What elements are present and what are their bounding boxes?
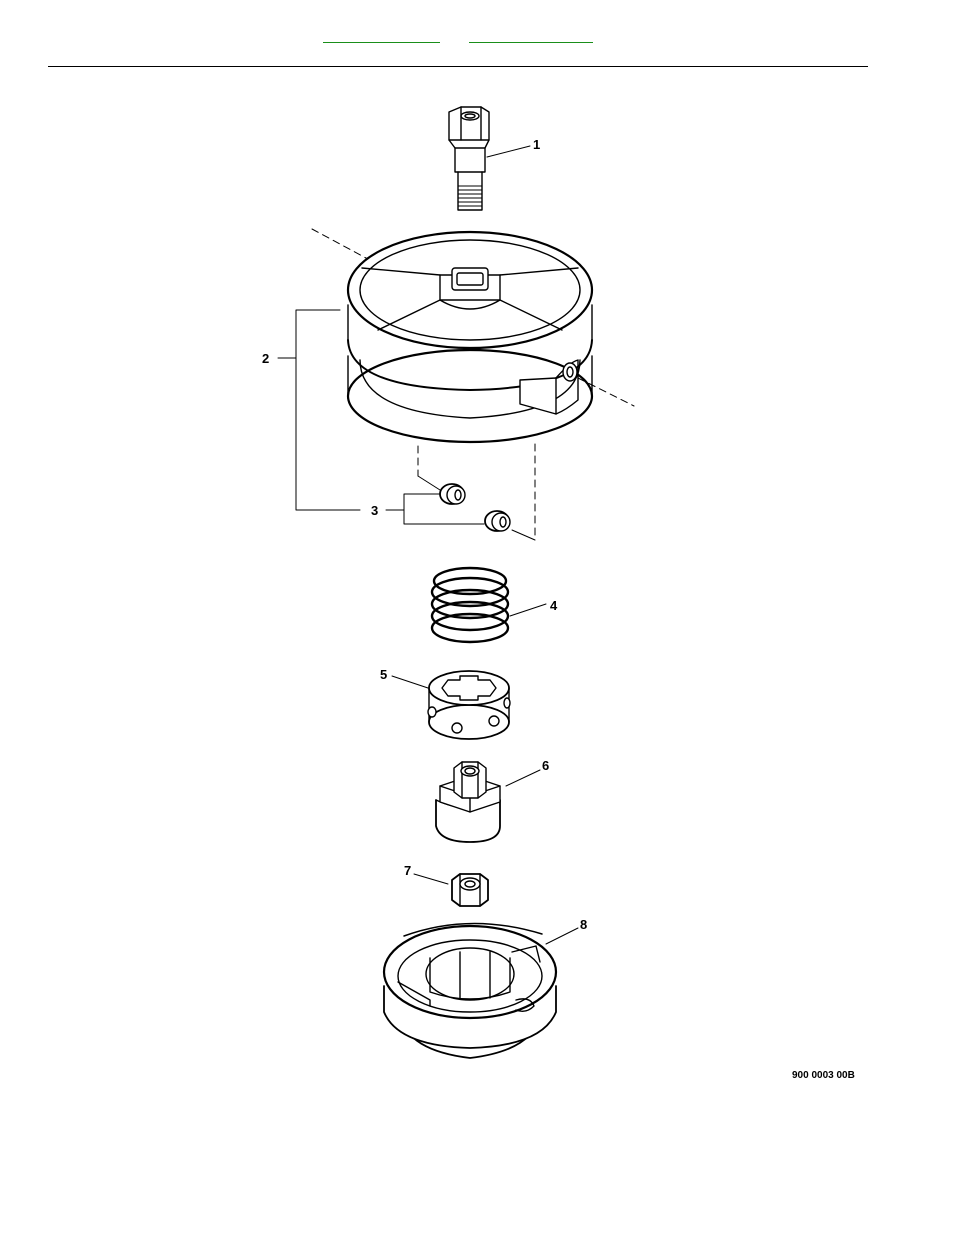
part-2-spool (278, 229, 634, 510)
callout-4: 4 (550, 598, 558, 613)
callout-3: 3 (371, 503, 378, 518)
callout-7: 7 (404, 863, 411, 878)
part-6-adapter (436, 762, 540, 842)
part-8-housing (384, 923, 578, 1058)
drawing-code: 900 0003 00B (792, 1070, 855, 1081)
callout-5: 5 (380, 667, 387, 682)
part-4-spring (432, 568, 546, 642)
part-7-nut (414, 874, 488, 906)
part-1-bolt (449, 107, 530, 210)
part-3-bushings (386, 444, 535, 540)
callout-1: 1 (533, 137, 540, 152)
part-5-cam (392, 671, 510, 739)
callout-2: 2 (262, 351, 269, 366)
callout-8: 8 (580, 917, 587, 932)
callout-6: 6 (542, 758, 549, 773)
